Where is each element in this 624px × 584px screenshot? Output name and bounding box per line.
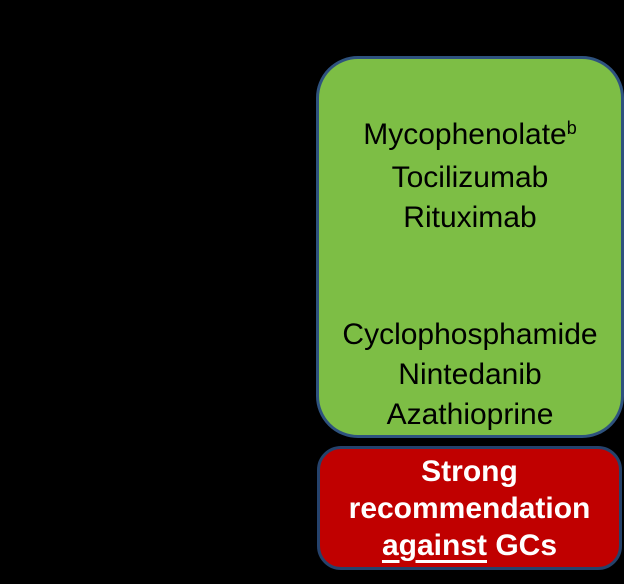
medication-name: Mycophenolate <box>363 118 567 151</box>
footnote-superscript: b <box>566 118 577 138</box>
medication-group-secondary: Cyclophosphamide Nintedanib Azathioprine <box>342 315 597 435</box>
medication-group-primary: Mycophenolateb Tocilizumab Rituximab <box>363 115 576 238</box>
recommendation-line: Strong <box>421 454 518 488</box>
recommendation-line: recommendation <box>348 491 591 525</box>
medication-item: Azathioprine <box>386 398 554 431</box>
medication-item: Cyclophosphamide <box>342 318 598 351</box>
medication-item: Tocilizumab <box>391 161 549 194</box>
against-underlined-word: against <box>381 528 487 562</box>
medication-item: Mycophenolateb <box>363 115 576 158</box>
gc-recommendation-box: Strong recommendation against GCs <box>317 446 622 570</box>
recommendation-line: against GCs <box>382 527 557 564</box>
medication-item: Rituximab <box>403 201 537 234</box>
medication-item: Nintedanib <box>398 358 542 391</box>
gcs-text: GCs <box>487 528 558 562</box>
medications-box: Mycophenolateb Tocilizumab Rituximab Cyc… <box>316 56 624 438</box>
